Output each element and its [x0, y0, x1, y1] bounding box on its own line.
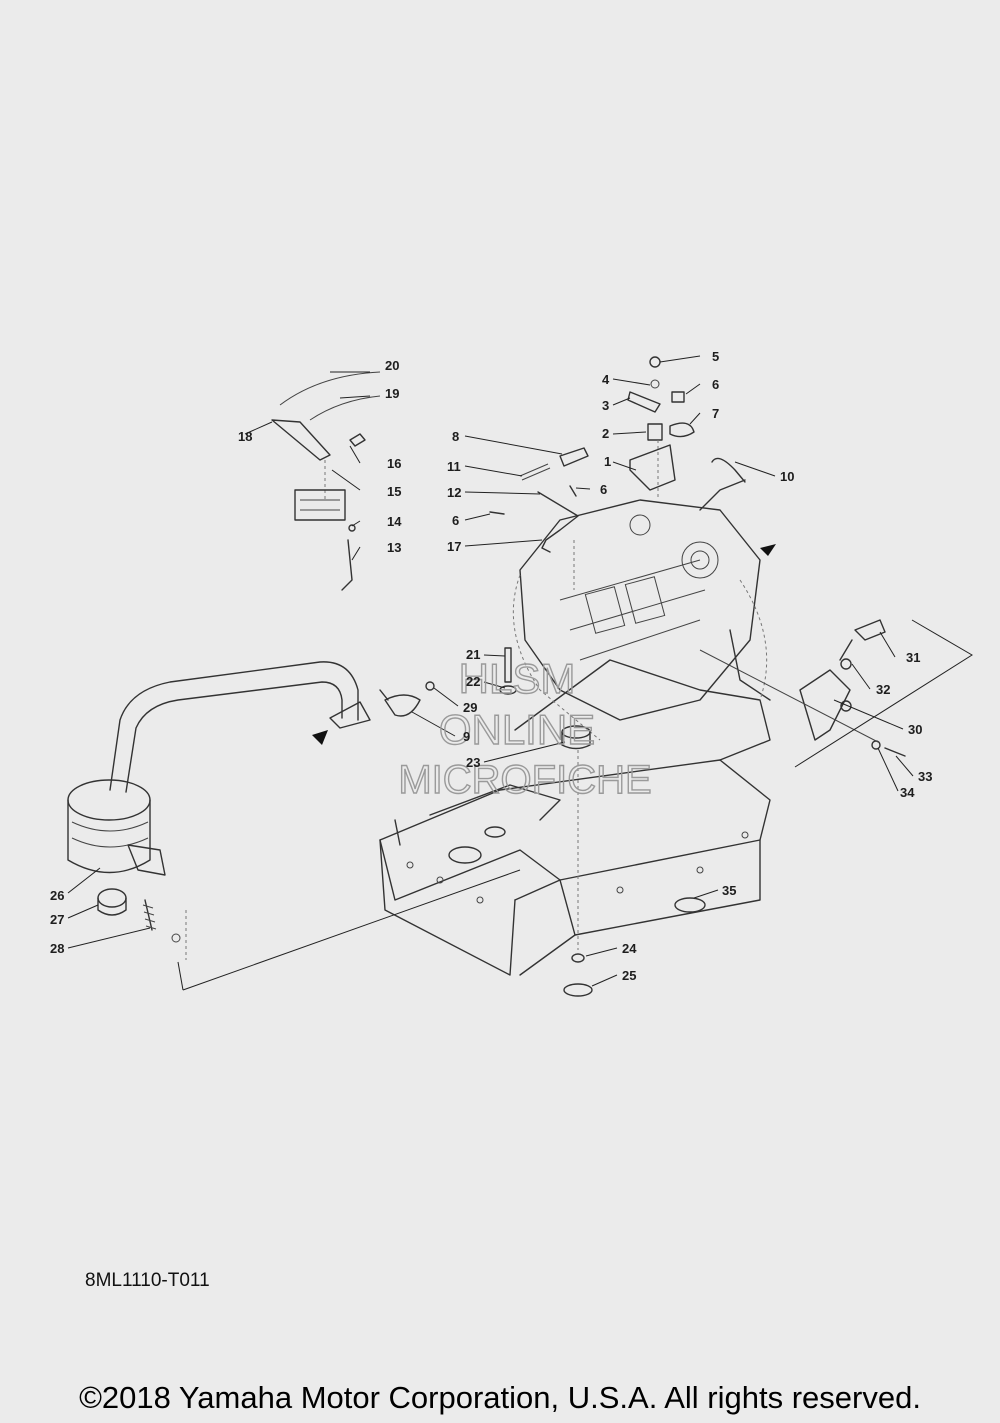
- watermark-line2: ONLINE: [439, 706, 595, 753]
- callout-label: 6: [600, 482, 607, 497]
- callout-label: 11: [447, 459, 461, 474]
- engine: [512, 479, 776, 741]
- watermark-line3: MICROFICHE: [398, 758, 651, 802]
- callout-label: 29: [463, 700, 477, 715]
- callout-label: 27: [50, 912, 64, 927]
- callout-label: 1: [604, 454, 611, 469]
- callout-label: 34: [900, 785, 915, 800]
- callout-label: 9: [463, 729, 470, 744]
- throttle-linkage: [271, 371, 381, 591]
- callout-label: 7: [712, 406, 719, 421]
- engine-mounts: [499, 647, 706, 997]
- callout-label: 35: [722, 883, 736, 898]
- callout-label: 17: [447, 539, 461, 554]
- callout-label: 24: [622, 941, 637, 956]
- callouts: 1 2 3 4 5 6 6 6 7 8 9 10 11 12 13 14 15 …: [50, 349, 932, 983]
- callout-label: 12: [447, 485, 461, 500]
- callout-label: 28: [50, 941, 64, 956]
- watermark-line1: HLSM: [459, 655, 576, 702]
- view-arrow-icon: [312, 730, 328, 745]
- callout-label: 21: [466, 647, 480, 662]
- callout-label: 31: [906, 650, 920, 665]
- diagram-code: 8ML1110-T011: [85, 1270, 210, 1291]
- leader-lines: [67, 355, 973, 991]
- callout-label: 22: [466, 674, 480, 689]
- callout-label: 25: [622, 968, 636, 983]
- callout-label: 26: [50, 888, 64, 903]
- exhaust-clamp: [379, 681, 435, 717]
- mount-bracket: [489, 356, 746, 590]
- callout-label: 23: [466, 755, 480, 770]
- callout-label: 5: [712, 349, 719, 364]
- callout-label: 16: [387, 456, 401, 471]
- view-arrow-icon: [760, 544, 776, 556]
- callout-label: 2: [602, 426, 609, 441]
- frame: [379, 629, 771, 976]
- callout-label: 19: [385, 386, 399, 401]
- callout-label: 8: [452, 429, 459, 444]
- callout-label: 30: [908, 722, 922, 737]
- callout-label: 18: [238, 429, 252, 444]
- callout-label: 14: [387, 514, 402, 529]
- callout-label: 20: [385, 358, 399, 373]
- callout-label: 3: [602, 398, 609, 413]
- callout-label: 10: [780, 469, 794, 484]
- callout-label: 15: [387, 484, 401, 499]
- callout-label: 6: [452, 513, 459, 528]
- callout-label: 33: [918, 769, 932, 784]
- muffler: [67, 661, 371, 960]
- callout-label: 32: [876, 682, 890, 697]
- watermark: HLSM ONLINE MICROFICHE: [398, 654, 653, 802]
- callout-label: 13: [387, 540, 401, 555]
- copyright-notice: ©2018 Yamaha Motor Corporation, U.S.A. A…: [79, 1380, 921, 1415]
- callout-label: 4: [602, 372, 610, 387]
- side-bracket: [699, 619, 906, 757]
- callout-label: 6: [712, 377, 719, 392]
